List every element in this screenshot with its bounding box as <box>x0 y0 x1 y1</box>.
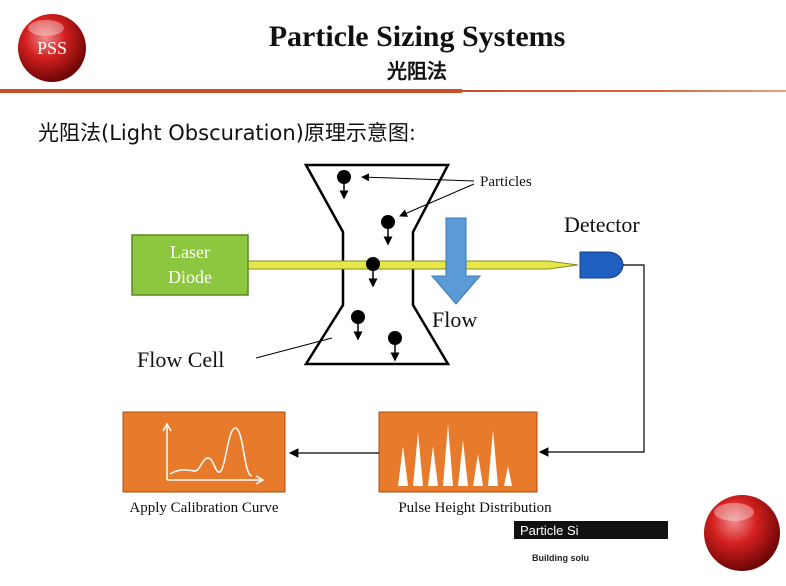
laser-label-line1: Laser <box>170 242 210 262</box>
intro-text: 光阻法(Light Obscuration)原理示意图: <box>38 121 416 145</box>
pss-logo: PSS <box>18 14 86 82</box>
footer-tagline: Building solu <box>532 553 589 563</box>
pulse-height-box <box>378 411 538 493</box>
pulse-spikes <box>398 424 512 486</box>
calibration-curve-icon <box>162 422 265 485</box>
flow-cell-label: Flow Cell <box>137 347 224 372</box>
detector-label: Detector <box>564 212 640 237</box>
footer-brand-text: Particle Si <box>520 523 579 538</box>
footer-ball-icon <box>704 495 780 571</box>
page-subtitle: 光阻法 <box>386 59 447 83</box>
page-title: Particle Sizing Systems <box>269 20 566 53</box>
flow-arrow-icon <box>430 217 482 305</box>
pulse-height-label: Pulse Height Distribution <box>398 500 552 516</box>
logo-ball-icon <box>18 14 86 82</box>
header-rule-thin <box>462 90 786 92</box>
header-rule <box>0 89 462 93</box>
laser-beam <box>247 260 579 270</box>
flow-cell <box>303 163 451 366</box>
flow-cell-pointer <box>255 337 333 359</box>
calibration-label: Apply Calibration Curve <box>129 500 278 516</box>
detector-icon <box>579 251 624 279</box>
footer-brand: Particle Si Building solu <box>514 521 668 563</box>
logo-text: PSS <box>37 38 67 58</box>
laser-diode: Laser Diode <box>131 234 249 296</box>
calibration-box <box>122 411 286 493</box>
particles-pointer-1 <box>361 173 475 182</box>
flow-label: Flow <box>432 307 477 332</box>
laser-label-line2: Diode <box>168 267 212 287</box>
particles-label: Particles <box>480 174 532 190</box>
footer-logo <box>704 495 780 571</box>
particles <box>337 170 402 362</box>
particles-pointer-2 <box>399 183 475 217</box>
detector-connector <box>538 264 645 457</box>
